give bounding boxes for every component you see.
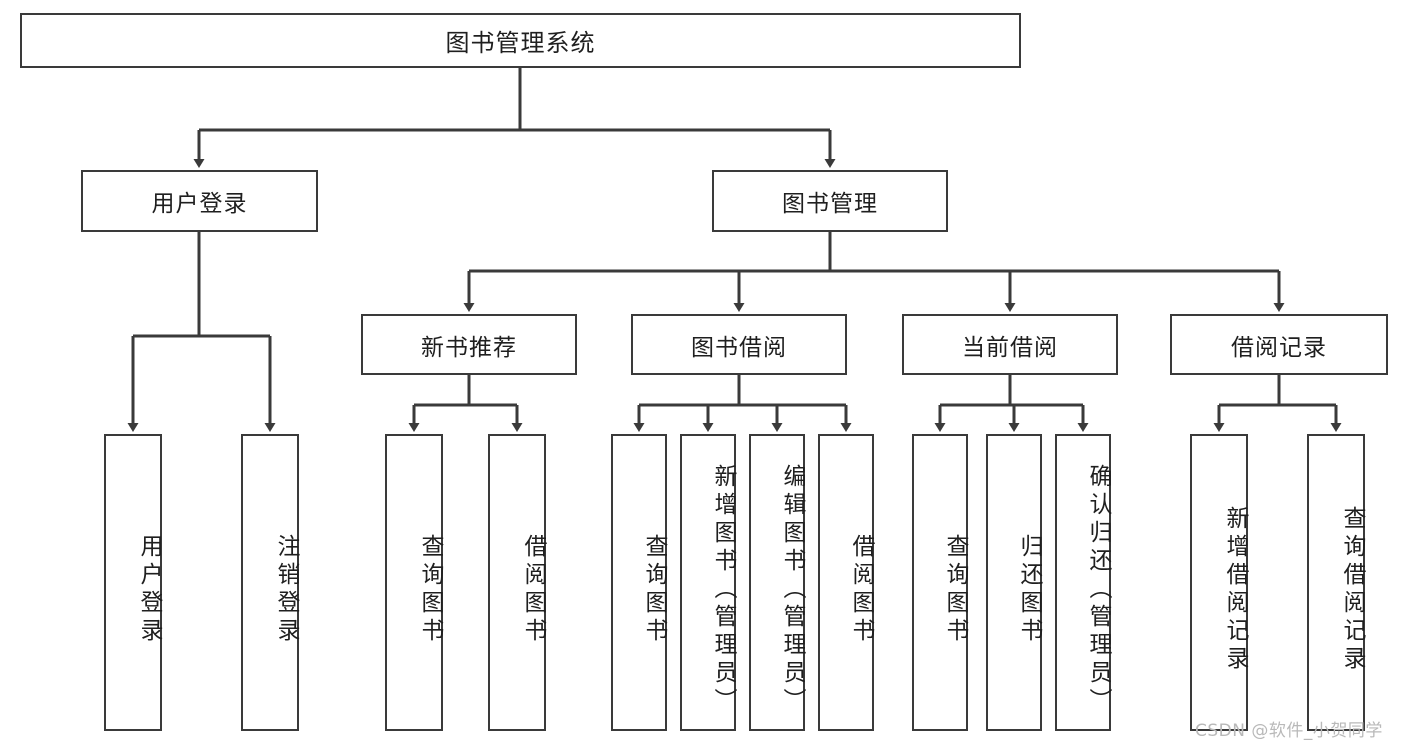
node-leaf-add-book-admin[interactable]: 新增图书（管理员） [680,434,736,731]
node-leaf-borrow-book[interactable]: 借阅图书 [818,434,874,731]
node-leaf-query-book-borrow[interactable]: 查询图书 [611,434,667,731]
node-leaf-query-borrow-record[interactable]: 查询借阅记录 [1307,434,1365,731]
node-user-login[interactable]: 用户登录 [81,170,318,232]
node-current-borrow[interactable]: 当前借阅 [902,314,1118,375]
csdn-watermark: CSDN @软件_小贺同学 [1195,721,1383,741]
node-leaf-query-book-current[interactable]: 查询图书 [912,434,968,731]
node-new-book-recommend[interactable]: 新书推荐 [361,314,577,375]
node-leaf-user-logout[interactable]: 注销登录 [241,434,299,731]
node-leaf-edit-book-admin[interactable]: 编辑图书（管理员） [749,434,805,731]
node-book-management[interactable]: 图书管理 [712,170,948,232]
node-leaf-return-book[interactable]: 归还图书 [986,434,1042,731]
node-leaf-query-book-new-book[interactable]: 查询图书 [385,434,443,731]
node-borrow-record[interactable]: 借阅记录 [1170,314,1388,375]
node-leaf-user-login[interactable]: 用户登录 [104,434,162,731]
node-book-borrow[interactable]: 图书借阅 [631,314,847,375]
node-leaf-borrow-book-new-book[interactable]: 借阅图书 [488,434,546,731]
node-root-book-management-system[interactable]: 图书管理系统 [20,13,1021,68]
node-leaf-confirm-return-admin[interactable]: 确认归还（管理员） [1055,434,1111,731]
node-leaf-add-borrow-record[interactable]: 新增借阅记录 [1190,434,1248,731]
